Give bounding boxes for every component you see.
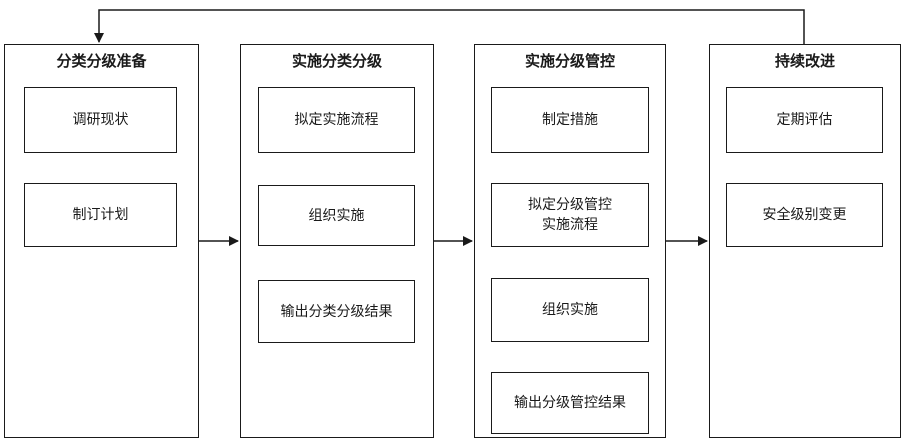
phase-title: 持续改进 — [774, 52, 835, 70]
step-periodic-evaluation: 定期评估 — [726, 87, 883, 153]
feedback-loop-arrow — [94, 9, 805, 44]
phase-title: 实施分类分级 — [291, 52, 382, 70]
step-organize-implementation: 组织实施 — [258, 185, 415, 246]
phase-title: 实施分级管控 — [524, 52, 615, 70]
step-make-plan: 制订计划 — [24, 183, 177, 247]
step-output-classification-result: 输出分类分级结果 — [258, 280, 415, 343]
step-output-control-result: 输出分级管控结果 — [491, 372, 649, 434]
step-security-level-change: 安全级别变更 — [726, 183, 883, 247]
step-formulate-measures: 制定措施 — [491, 87, 649, 153]
step-draft-process: 拟定实施流程 — [258, 87, 415, 153]
step-draft-control-process: 拟定分级管控 实施流程 — [491, 183, 649, 247]
step-survey-status: 调研现状 — [24, 87, 177, 153]
step-organize-implementation: 组织实施 — [491, 278, 649, 342]
phase-title: 分类分级准备 — [56, 52, 147, 70]
